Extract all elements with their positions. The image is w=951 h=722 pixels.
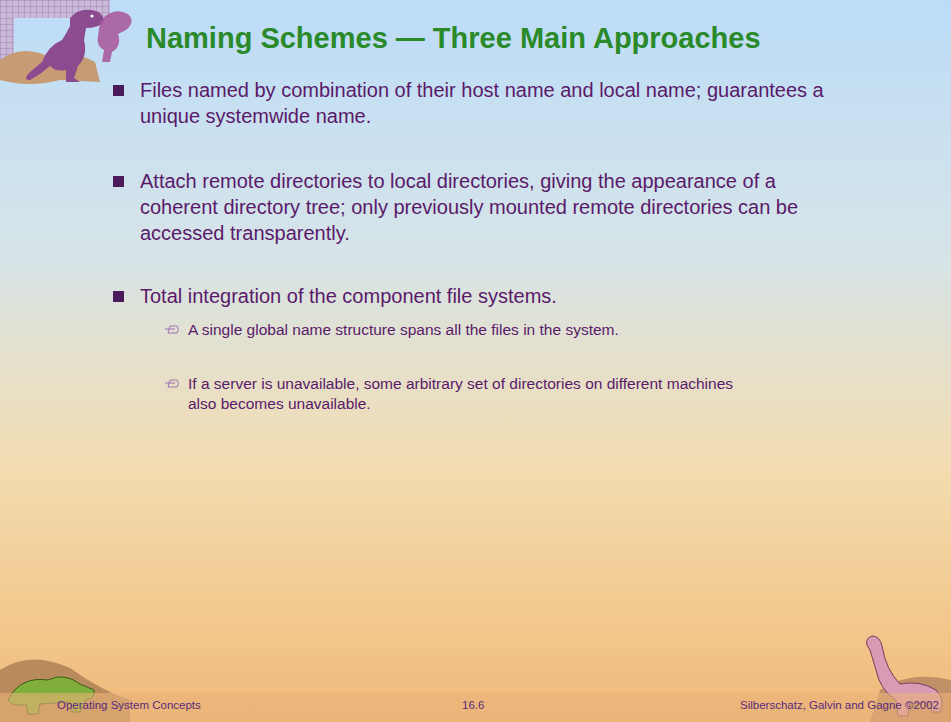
- slide-title: Naming Schemes — Three Main Approaches: [146, 22, 761, 55]
- footer-text: Operating System Concepts: [57, 699, 201, 711]
- bullet-text: Attach remote directories to local direc…: [140, 168, 840, 246]
- copyright-text: Silberschatz, Galvin and Gagne ©2002: [740, 699, 939, 711]
- page-number: 16.6: [462, 699, 484, 711]
- sub-bullet-text: If a server is unavailable, some arbitra…: [188, 374, 748, 414]
- sub-bullet-text: A single global name structure spans all…: [188, 320, 748, 340]
- bullet-text: Files named by combination of their host…: [140, 77, 840, 129]
- dinosaur-illustration: [26, 10, 104, 82]
- pointer-icon: [165, 326, 179, 387]
- bullet-square: [113, 291, 124, 302]
- bullet-square: [113, 85, 124, 96]
- bullet-text: Total integration of the component file …: [140, 283, 840, 309]
- bullet-square: [113, 176, 124, 187]
- footer-band: [0, 693, 951, 722]
- grid-band: [0, 0, 14, 60]
- dinosaur-illustration: [98, 11, 132, 62]
